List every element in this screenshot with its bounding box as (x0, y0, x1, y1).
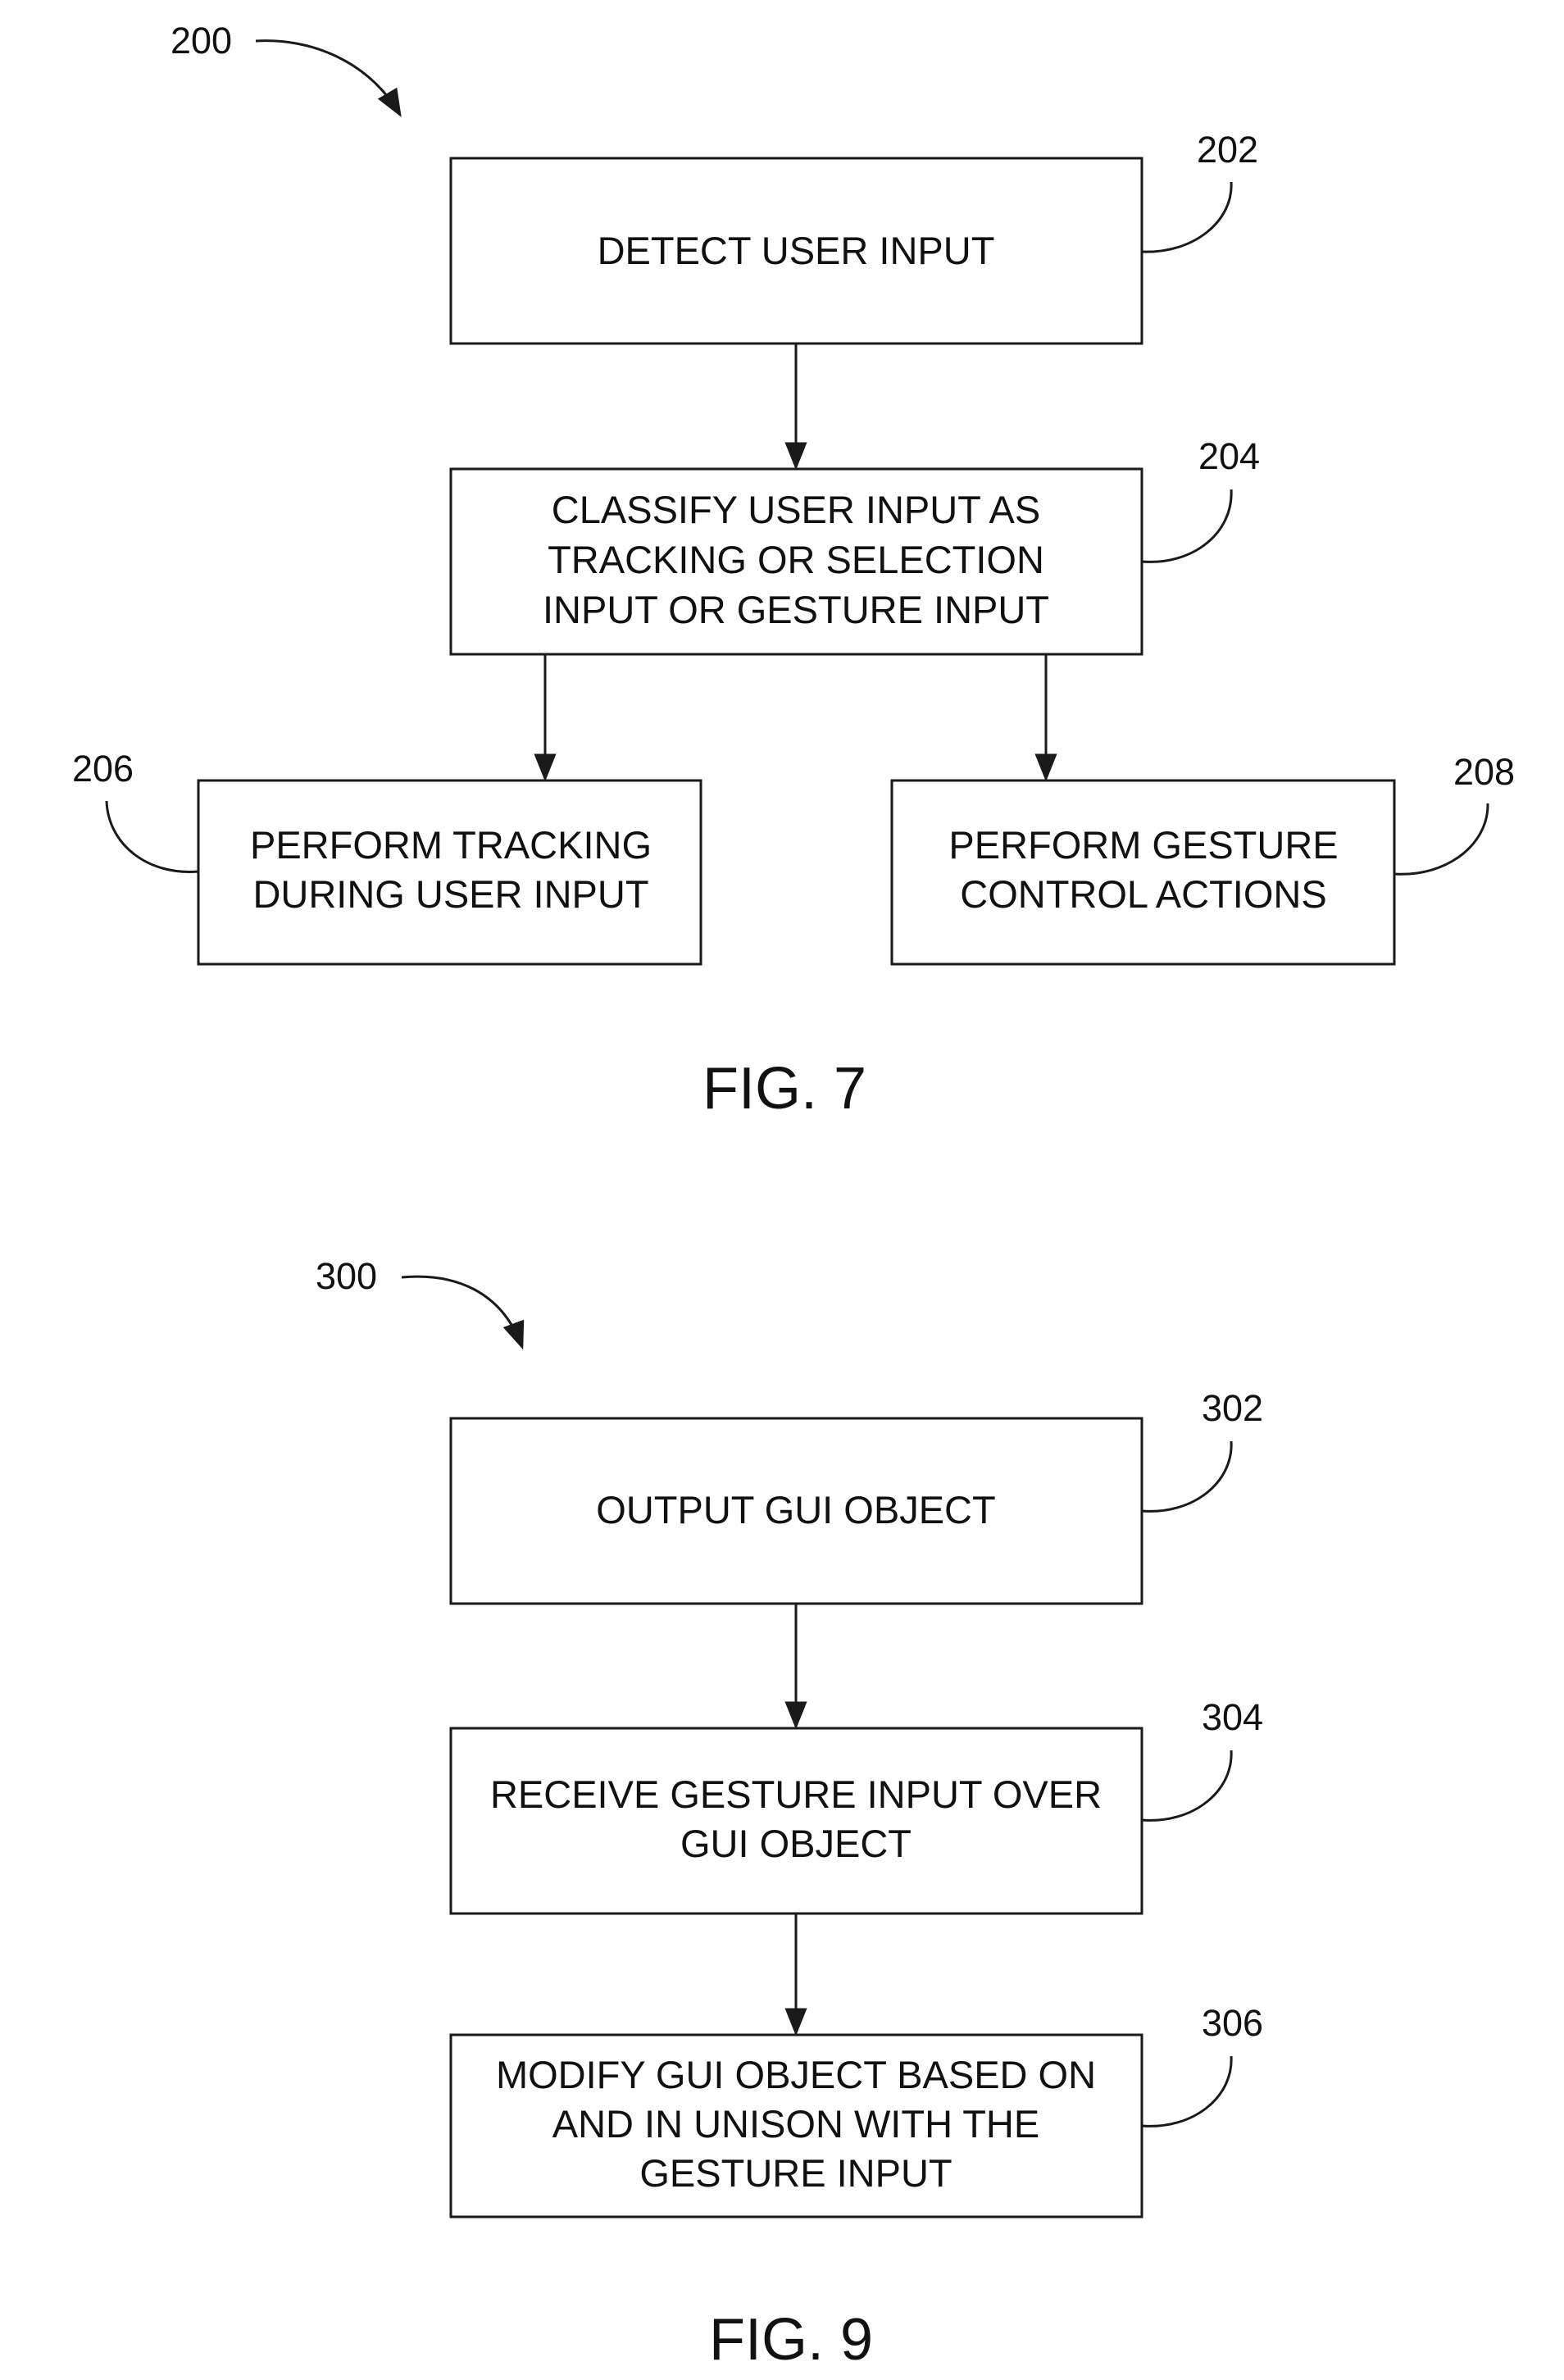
step-text: DETECT USER INPUT (598, 229, 995, 272)
ref-leader-line (1142, 2056, 1231, 2126)
ref-leader-line (1142, 1441, 1231, 1511)
step-text-line-2: DURING USER INPUT (252, 872, 648, 916)
ref-leader-line (1142, 1750, 1231, 1820)
step-classify-user-input: CLASSIFY USER INPUT AS TRACKING OR SELEC… (451, 435, 1260, 654)
figure-7: 200 DETECT USER INPUT 202 CLASSIFY USER … (72, 20, 1515, 1122)
ref-numeral-208: 208 (1453, 751, 1515, 793)
step-receive-gesture-input: RECEIVE GESTURE INPUT OVER GUI OBJECT 30… (451, 1696, 1263, 1914)
step-perform-tracking: PERFORM TRACKING DURING USER INPUT 206 (72, 748, 701, 964)
process-pointer-arrow (256, 41, 400, 115)
figure-caption: FIG. 7 (702, 1056, 866, 1122)
step-text-line-1: PERFORM TRACKING (250, 823, 652, 867)
process-pointer-arrow (402, 1276, 522, 1347)
step-perform-gesture-control: PERFORM GESTURE CONTROL ACTIONS 208 (892, 751, 1515, 964)
ref-numeral-206: 206 (72, 748, 134, 790)
step-text-line-3: INPUT OR GESTURE INPUT (543, 588, 1049, 631)
step-text-line-2: CONTROL ACTIONS (960, 872, 1326, 916)
step-detect-user-input: DETECT USER INPUT 202 (451, 129, 1258, 344)
ref-numeral-306: 306 (1202, 2002, 1263, 2044)
ref-numeral-304: 304 (1202, 1696, 1263, 1738)
step-output-gui-object: OUTPUT GUI OBJECT 302 (451, 1387, 1263, 1604)
process-ref-300: 300 (316, 1255, 377, 1297)
ref-leader-line (1142, 489, 1231, 562)
ref-numeral-204: 204 (1198, 435, 1260, 477)
process-ref-200: 200 (170, 20, 232, 61)
step-text: OUTPUT GUI OBJECT (596, 1488, 995, 1531)
step-text-line-1: RECEIVE GESTURE INPUT OVER (490, 1772, 1102, 1816)
step-text-line-1: CLASSIFY USER INPUT AS (552, 488, 1040, 531)
step-text-line-1: MODIFY GUI OBJECT BASED ON (496, 2053, 1096, 2096)
figure-9: 300 OUTPUT GUI OBJECT 302 RECEIVE GESTUR… (316, 1255, 1263, 2373)
ref-leader-line (1394, 803, 1488, 874)
figure-caption: FIG. 9 (709, 2307, 873, 2373)
ref-leader-line (107, 801, 198, 871)
step-text-line-2: TRACKING OR SELECTION (548, 538, 1044, 581)
step-modify-gui-object: MODIFY GUI OBJECT BASED ON AND IN UNISON… (451, 2002, 1263, 2217)
step-text-line-1: PERFORM GESTURE (948, 823, 1338, 867)
step-text-line-2: GUI OBJECT (680, 1822, 912, 1865)
step-box (451, 1728, 1142, 1914)
step-text-line-3: GESTURE INPUT (639, 2151, 952, 2195)
step-text-line-2: AND IN UNISON WITH THE (552, 2102, 1039, 2146)
ref-leader-line (1142, 182, 1231, 252)
ref-numeral-202: 202 (1197, 129, 1258, 171)
ref-numeral-302: 302 (1202, 1387, 1263, 1429)
